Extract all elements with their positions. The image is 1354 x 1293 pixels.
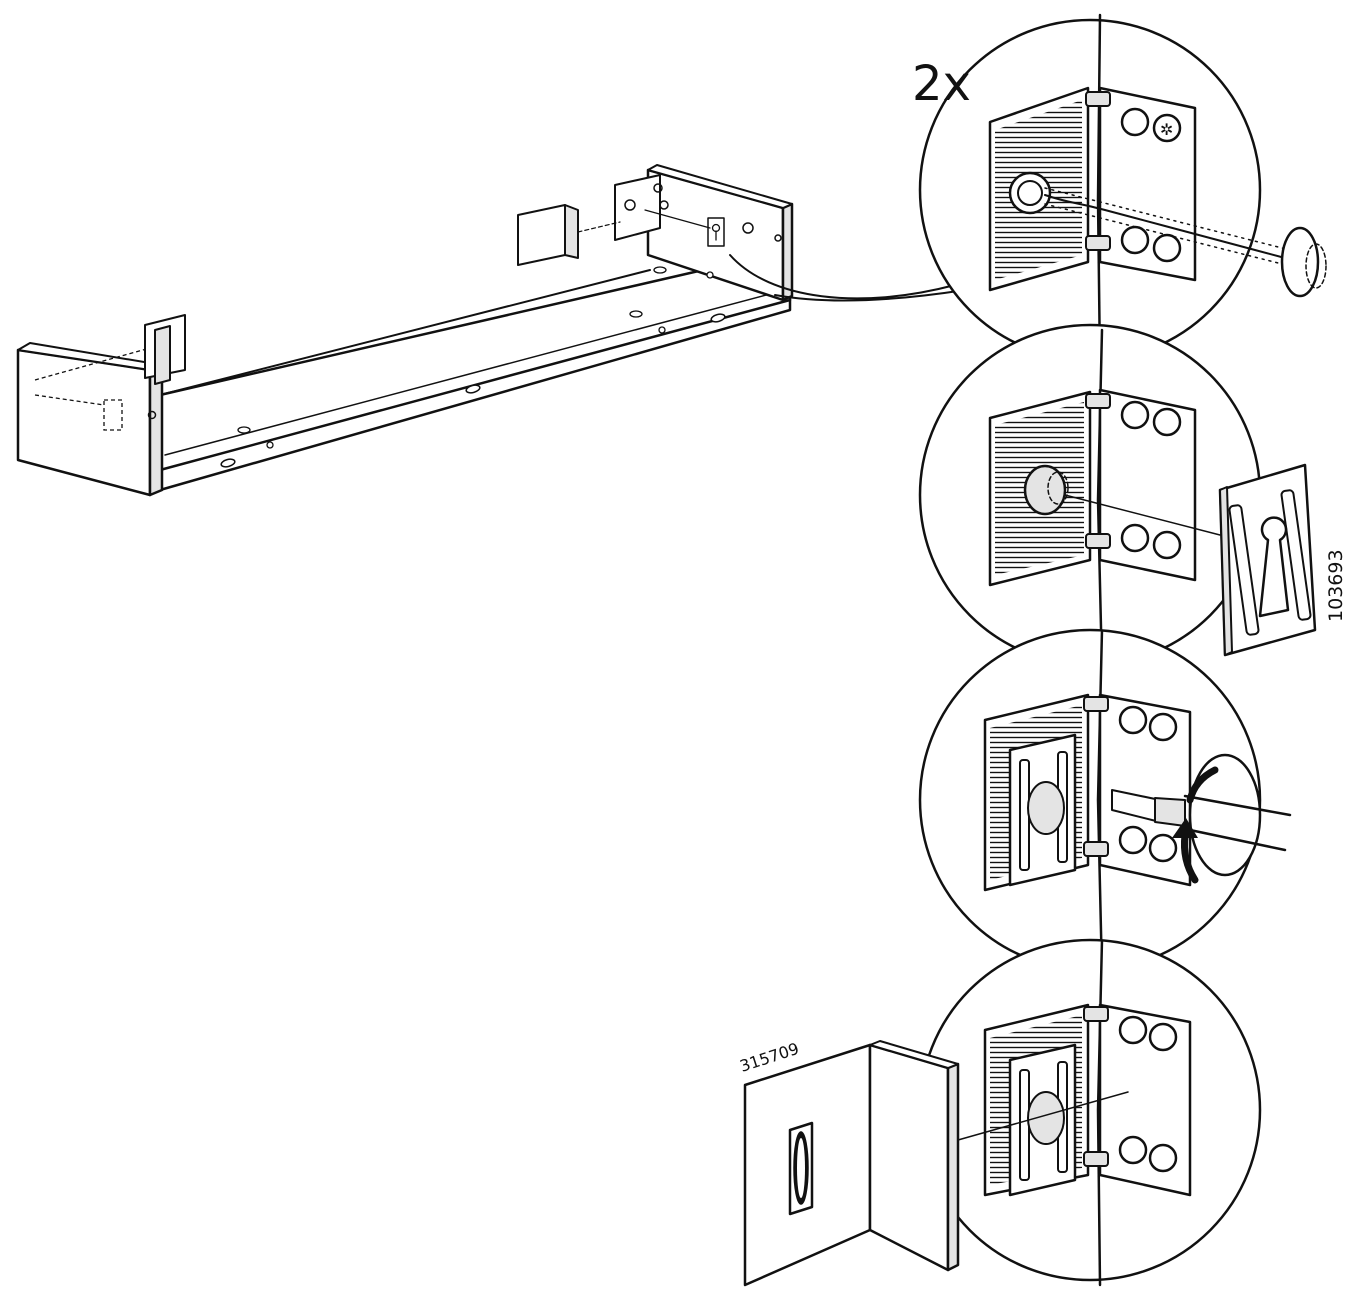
multiplier-label: 2x [912,56,971,112]
part-number-fitting: 103693 [1325,549,1347,622]
svg-text:✲: ✲ [1160,120,1173,139]
corner-cover-piece [743,1040,960,1287]
wall-fitting-icon: ✲ [988,86,1197,292]
rotate-arrow-icon [1172,766,1219,884]
detail-step-4 [918,938,1262,1282]
screw-icon [1044,187,1327,298]
logo-emblem [788,1121,814,1216]
detail-step-3 [918,628,1292,972]
screwdriver-icon [1111,753,1292,877]
shelf-tray-illustration [16,164,794,497]
detail-step-1: ✲ [918,18,1327,362]
detail-callout-leader [729,254,966,302]
detail-step-2 [918,323,1262,667]
cover-plate-icon [1218,463,1317,657]
